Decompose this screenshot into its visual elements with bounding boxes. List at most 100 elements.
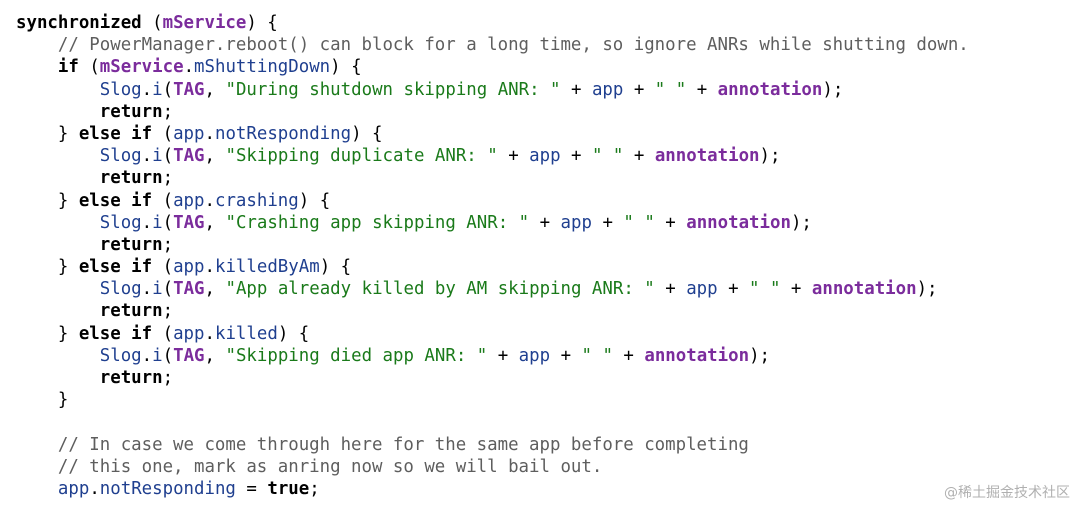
code-token: ( [152, 257, 174, 278]
code-token: + [623, 79, 655, 100]
code-token: + [686, 79, 718, 100]
code-token: , [204, 79, 226, 100]
code-line: app.notResponding = true; [16, 478, 969, 500]
code-line: return; [16, 367, 969, 389]
code-token: . [204, 123, 215, 144]
code-token: ( [162, 212, 174, 233]
code-token: killed [214, 323, 278, 344]
code-token: + [591, 212, 624, 233]
code-token: else if [78, 123, 153, 144]
code-token: + [560, 79, 592, 100]
code-token: app [57, 478, 90, 499]
code-token: true [267, 478, 310, 499]
code-token: app [518, 345, 551, 366]
code-line [16, 411, 969, 433]
code-token: , [204, 279, 226, 300]
code-token: ); [759, 146, 781, 167]
code-token: Slog [99, 279, 142, 300]
code-token: ; [162, 101, 174, 122]
code-token: ; [309, 478, 320, 499]
code-token: + [654, 212, 687, 233]
code-token: crashing [214, 190, 299, 211]
code-token: ( [162, 345, 174, 366]
code-token: ) { [298, 190, 331, 211]
code-line: Slog.i(TAG, "Crashing app skipping ANR: … [16, 212, 969, 234]
code-token: + [487, 345, 519, 366]
code-token: . [141, 212, 153, 233]
code-token: ; [162, 168, 174, 189]
code-token: ( [152, 323, 174, 344]
code-token: } [16, 323, 79, 344]
code-token: app [591, 79, 624, 100]
code-token: ; [162, 368, 174, 388]
code-token: " " [591, 146, 624, 167]
code-token: notResponding [99, 478, 236, 499]
code-token: if [57, 57, 79, 78]
code-token: annotation [811, 279, 917, 300]
code-token: } [16, 257, 79, 278]
code-token: return [99, 168, 163, 189]
code-token: app [173, 190, 205, 211]
code-token: notResponding [214, 123, 352, 144]
code-token: ( [78, 57, 100, 78]
code-token: } [16, 123, 79, 144]
code-line: Slog.i(TAG, "App already killed by AM sk… [16, 278, 969, 300]
code-token: } [16, 190, 79, 211]
code-token: "During shutdown skipping ANR: " [225, 79, 561, 100]
code-token: mService [99, 57, 184, 78]
code-token: app [686, 279, 718, 300]
code-line: synchronized (mService) { [16, 12, 969, 34]
code-token: app [173, 123, 205, 144]
code-token: . [141, 146, 153, 167]
code-token: app [173, 257, 205, 278]
code-line: // In case we come through here for the … [16, 434, 969, 456]
code-line: } else if (app.killed) { [16, 323, 969, 345]
code-line: return; [16, 234, 969, 256]
code-token: ) { [246, 13, 278, 33]
code-token: . [141, 79, 153, 100]
code-token: synchronized [16, 13, 142, 33]
code-token: "Skipping died app ANR: " [225, 345, 488, 366]
code-token [16, 102, 100, 122]
code-token: + [560, 146, 592, 167]
code-token: i [152, 79, 163, 100]
code-line: return; [16, 101, 969, 123]
code-token: Slog [99, 79, 142, 100]
code-token [16, 57, 58, 77]
code-token: return [99, 101, 163, 122]
code-token: // this one, mark as anring now so we wi… [16, 456, 603, 477]
code-token: . [183, 57, 195, 78]
code-token: } [16, 390, 69, 411]
code-token [16, 213, 100, 233]
code-token: + [529, 212, 561, 233]
code-token: TAG [173, 212, 205, 233]
code-line: if (mService.mShuttingDown) { [16, 56, 969, 78]
code-token: + [497, 146, 530, 167]
code-token: + [780, 279, 812, 300]
code-token: "Skipping duplicate ANR: " [225, 146, 498, 167]
code-token: + [654, 279, 687, 300]
code-token: "Crashing app skipping ANR: " [225, 212, 530, 233]
code-line: } else if (app.killedByAm) { [16, 256, 969, 278]
code-token [16, 279, 100, 299]
code-token [16, 346, 100, 366]
code-token: // PowerManager.reboot() can block for a… [16, 35, 969, 56]
code-token: // In case we come through here for the … [16, 434, 749, 455]
code-token: . [204, 190, 215, 211]
code-token: ); [916, 279, 938, 300]
code-token: else if [78, 190, 153, 211]
code-token: ); [790, 212, 812, 233]
code-token: return [99, 234, 163, 255]
code-token: "App already killed by AM skipping ANR: … [225, 279, 655, 300]
code-token: . [141, 279, 153, 300]
code-token: annotation [717, 79, 823, 100]
code-token: annotation [644, 345, 750, 366]
code-token: ( [152, 190, 174, 211]
code-token: , [204, 345, 226, 366]
code-token: ) { [351, 123, 383, 144]
code-token: annotation [654, 146, 760, 167]
code-token: mService [162, 13, 247, 33]
watermark: @稀土掘金技术社区 [944, 485, 1070, 501]
code-line: // PowerManager.reboot() can block for a… [16, 34, 969, 56]
code-token: . [89, 478, 100, 499]
